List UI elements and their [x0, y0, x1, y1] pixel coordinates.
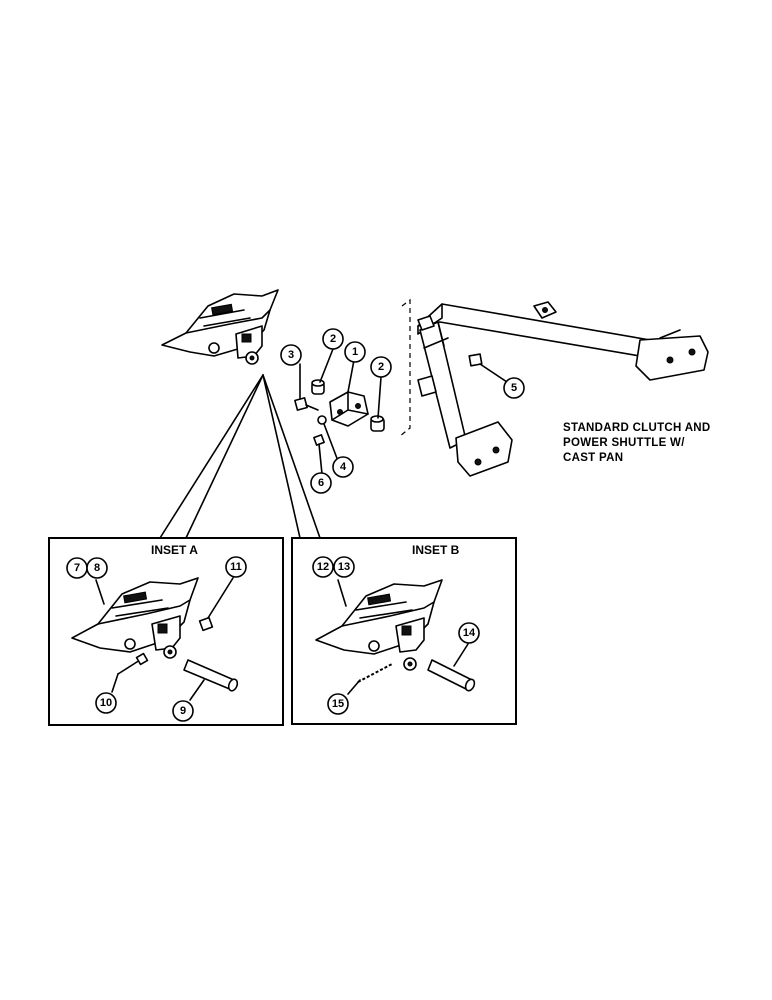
callout-6: 6: [310, 472, 332, 494]
inset-b-pin-part-15: [357, 663, 393, 683]
svg-text:12: 12: [317, 561, 329, 573]
callout-2-right: 2: [370, 356, 392, 378]
callout-2-left: 2: [322, 328, 344, 350]
inset-a-panel: INSET A: [48, 537, 284, 726]
svg-text:10: 10: [100, 697, 112, 709]
svg-text:5: 5: [511, 382, 517, 394]
callout-8: 8: [86, 557, 108, 579]
svg-text:1: 1: [352, 346, 358, 358]
svg-text:6: 6: [318, 477, 324, 489]
svg-text:2: 2: [378, 361, 384, 373]
inset-a-title: INSET A: [151, 543, 198, 557]
svg-text:14: 14: [463, 627, 476, 639]
inset-b-title: INSET B: [412, 543, 460, 557]
svg-text:3: 3: [288, 349, 294, 361]
assembly-caption: STANDARD CLUTCH AND POWER SHUTTLE W/ CAS…: [563, 422, 711, 464]
link-part-1: [329, 391, 369, 427]
callout-7: 7: [66, 557, 88, 579]
caption-line-3: CAST PAN: [563, 452, 623, 464]
svg-text:4: 4: [340, 461, 347, 473]
washer-part-4: [317, 415, 327, 425]
caption-line-1: STANDARD CLUTCH AND: [563, 422, 711, 434]
callout-12: 12: [312, 556, 334, 578]
callout-1: 1: [344, 341, 366, 363]
callout-5: 5: [503, 377, 525, 399]
callout-balloons: 1 2 2 3 4 5 6 7: [66, 328, 525, 722]
callout-9: 9: [172, 700, 194, 722]
callout-13: 13: [333, 556, 355, 578]
inset-a-pedestal: [71, 577, 199, 659]
svg-text:2: 2: [330, 333, 336, 345]
inset-leader-lines: [159, 374, 321, 539]
callout-14: 14: [458, 622, 480, 644]
callout-15: 15: [327, 693, 349, 715]
caption-line-2: POWER SHUTTLE W/: [563, 437, 685, 449]
main-pedestal-bracket: [161, 289, 279, 365]
svg-text:9: 9: [180, 705, 186, 717]
pedal-support-frame: [399, 298, 709, 477]
svg-text:8: 8: [94, 562, 100, 574]
nut-part-5: [468, 353, 483, 367]
svg-text:15: 15: [332, 698, 344, 710]
svg-text:11: 11: [230, 561, 242, 573]
svg-text:13: 13: [338, 561, 350, 573]
inset-a-pin-part-9: [183, 659, 239, 692]
center-link-assembly: [294, 348, 385, 475]
inset-b-pin-part-14: [427, 659, 476, 692]
bolt-part-3: [294, 397, 319, 411]
svg-text:7: 7: [74, 562, 80, 574]
inset-b-pedestal: [315, 579, 443, 671]
nut-part-6: [313, 434, 325, 446]
callout-4: 4: [332, 456, 354, 478]
inset-a-nut-part-11: [198, 616, 214, 632]
bushing-part-2-left: [311, 379, 325, 395]
callout-10: 10: [95, 692, 117, 714]
callout-3: 3: [280, 344, 302, 366]
inset-a-bolt-part-10: [117, 652, 149, 675]
callout-11: 11: [225, 556, 247, 578]
